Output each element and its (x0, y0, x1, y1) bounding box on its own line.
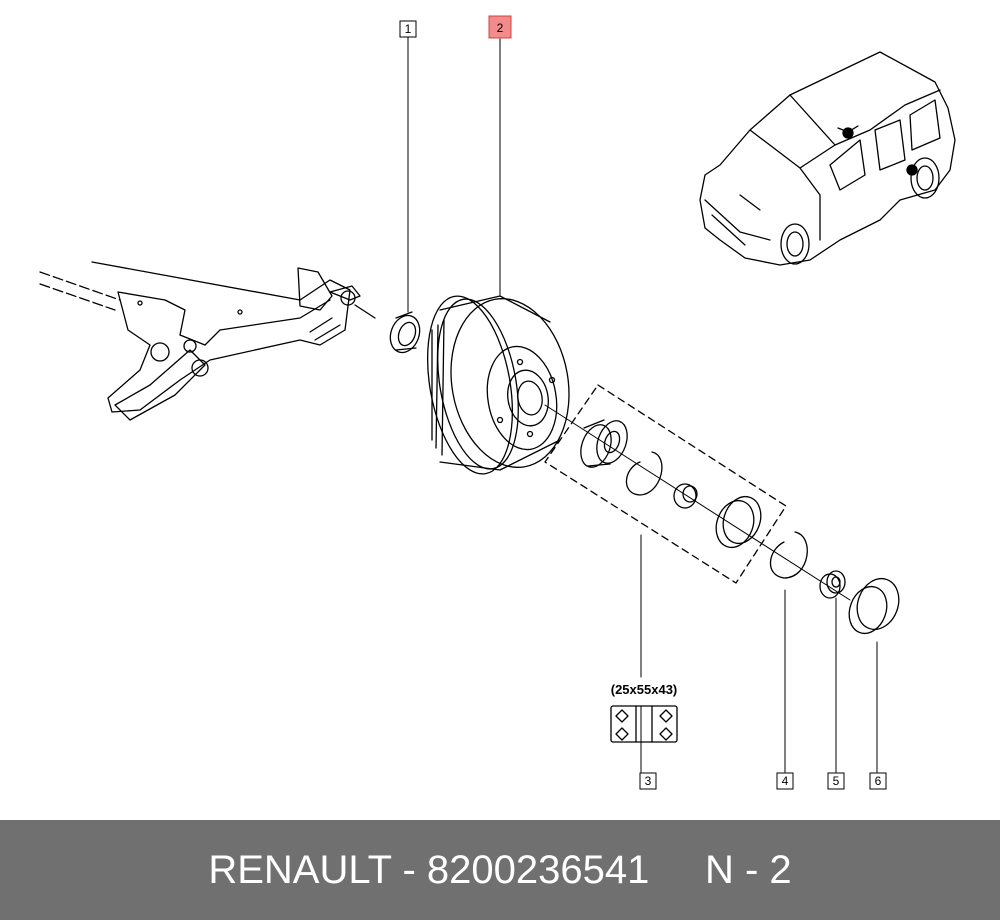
bearing-pictogram (610, 705, 678, 743)
diagram-reference: N - 2 (704, 847, 792, 892)
separator: - (402, 847, 416, 892)
axis-line (544, 404, 851, 601)
svg-text:1: 1 (405, 22, 412, 36)
bearing-spec-label: (25x55x43) (611, 682, 678, 697)
svg-text:4: 4 (782, 774, 789, 788)
hub-bearing (580, 419, 628, 468)
part-5-nut (819, 570, 846, 599)
leader-lines (407, 36, 878, 773)
exploded-parts-diagram: 1 2 3 4 5 6 (25x55x43) (39, 15, 956, 790)
svg-text:6: 6 (875, 774, 882, 788)
vehicle-illustration (699, 51, 956, 266)
kit-nut (673, 483, 698, 509)
callout-1: 1 (399, 20, 417, 38)
footer-bar: RENAULT - 8200236541 N - 2 (0, 820, 1000, 920)
callout-6: 6 (869, 772, 887, 790)
svg-text:3: 3 (645, 774, 652, 788)
callout-2: 2 (488, 15, 512, 39)
part-4-circlip (769, 531, 808, 579)
callout-5: 5 (827, 772, 845, 790)
kit-outline (544, 384, 787, 584)
kit-cap (715, 495, 762, 549)
svg-text:5: 5 (833, 774, 840, 788)
callout-4: 4 (776, 772, 794, 790)
callout-3: 3 (639, 772, 657, 790)
part-1-bearing (389, 311, 421, 354)
part-6-dust-cap (848, 577, 900, 635)
part-2-brake-drum (426, 295, 570, 475)
brand-name: RENAULT (208, 847, 392, 892)
footer-caption: RENAULT - 8200236541 N - 2 (208, 848, 791, 893)
rear-axle-beam (39, 261, 376, 421)
svg-text:2: 2 (497, 21, 504, 35)
kit-circlip (625, 451, 663, 496)
part-number: 8200236541 (426, 847, 650, 892)
